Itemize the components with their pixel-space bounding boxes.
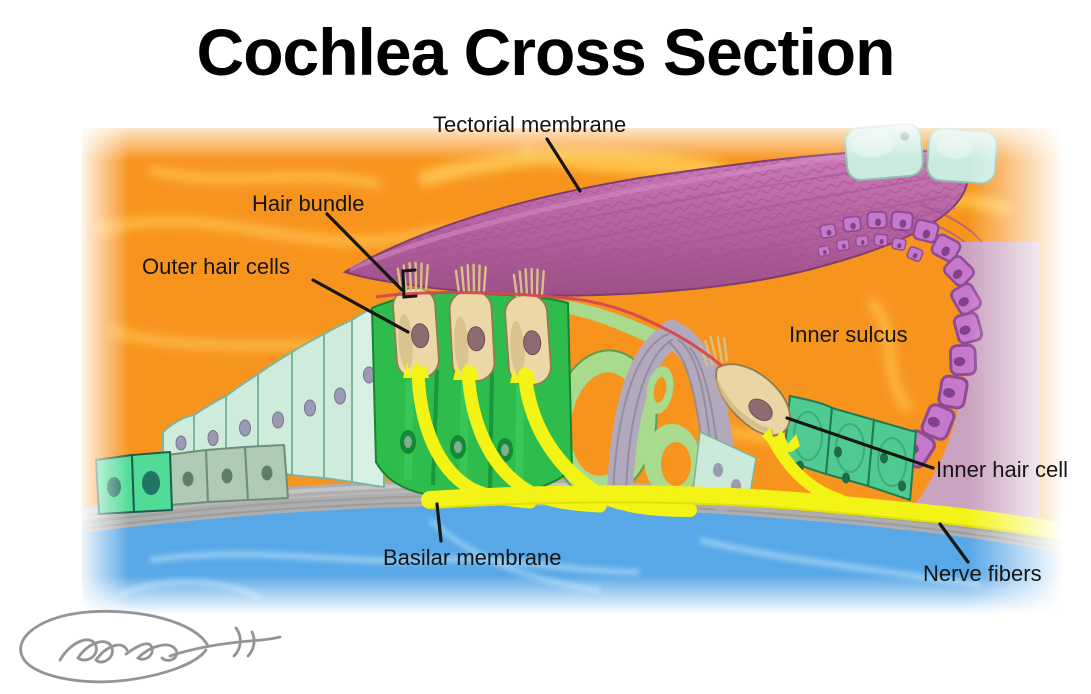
label-basilar-membrane: Basilar membrane	[383, 545, 562, 570]
leader-line-tectorial-membrane	[545, 137, 582, 193]
tectorial-membrane-shape	[342, 148, 983, 297]
label-inner-sulcus: Inner sulcus	[789, 322, 908, 347]
leader-line-nerve-fibers	[938, 522, 970, 564]
claudius-cell-row	[166, 444, 289, 506]
border-cells-green	[782, 394, 918, 502]
outer-hair-cell-row	[392, 286, 552, 387]
label-inner-hair-cell: Inner hair cell	[936, 457, 1069, 482]
label-tectorial-membrane: Tectorial membrane	[433, 112, 627, 137]
artist-signature	[19, 609, 282, 684]
label-hair-bundle: Hair bundle	[252, 191, 365, 216]
reticular-lamina-red-line	[375, 291, 723, 368]
inner-hair-cell-shape	[699, 335, 791, 437]
tunnel-green-accents	[644, 366, 700, 496]
leader-line-inner-hair-cell	[785, 416, 935, 470]
outer-hair-cell	[504, 293, 552, 387]
reticular-green-band	[556, 300, 665, 348]
leader-line-hair-bundle	[325, 212, 404, 292]
leader-line-outer-hair-cells	[311, 278, 410, 334]
page-title: Cochlea Cross Section	[196, 15, 896, 89]
label-nerve-fibers: Nerve fibers	[923, 561, 1042, 586]
leader-line-basilar-membrane	[435, 502, 443, 543]
label-outer-hair-cells: Outer hair cells	[142, 254, 290, 279]
hair-bundle-bracket	[401, 268, 418, 299]
